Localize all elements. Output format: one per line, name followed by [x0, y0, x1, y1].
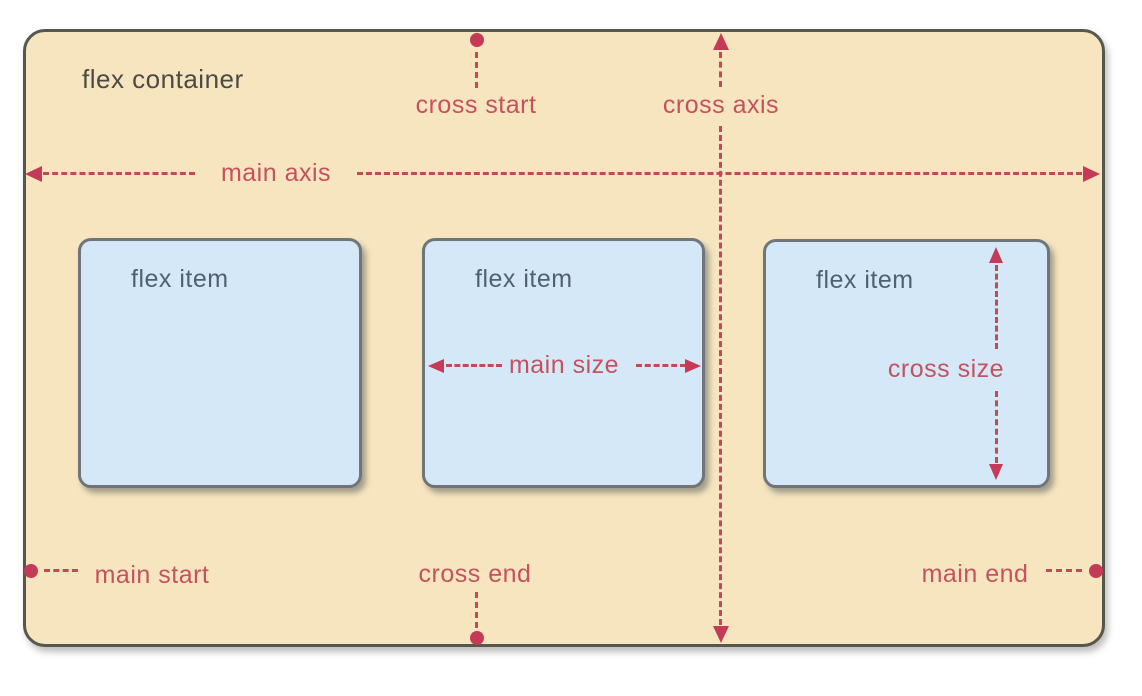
main-start-dash: [44, 569, 78, 572]
cross-axis-dash-main: [719, 126, 722, 625]
flex-item-3-label: flex item: [816, 266, 914, 294]
cross-start-dash: [475, 52, 478, 88]
cross-end-dot-icon: [470, 631, 484, 645]
main-axis-label: main axis: [220, 159, 332, 187]
cross-axis-label: cross axis: [662, 91, 780, 119]
flex-item-2: flex item: [422, 238, 705, 488]
flex-item-2-label: flex item: [475, 265, 573, 293]
cross-end-dash: [475, 592, 478, 628]
main-size-arrow-left-icon: [428, 359, 444, 373]
main-end-dash: [1046, 569, 1082, 572]
cross-start-label: cross start: [415, 91, 537, 119]
cross-axis-arrow-down-icon: [713, 626, 729, 643]
cross-size-dash-top: [995, 265, 998, 349]
main-axis-arrow-left-icon: [25, 166, 42, 182]
cross-axis-dash-top: [719, 52, 722, 87]
cross-end-label: cross end: [418, 560, 532, 588]
flex-container-label: flex container: [82, 64, 244, 94]
cross-size-dash-bottom: [995, 391, 998, 463]
main-size-dash-right: [636, 364, 686, 367]
main-start-label: main start: [94, 561, 210, 589]
main-axis-dash-right: [357, 172, 1082, 175]
main-start-dot-icon: [24, 564, 38, 578]
main-end-label: main end: [921, 560, 1029, 588]
cross-size-arrow-down-icon: [989, 464, 1003, 480]
flex-item-3: flex item: [763, 239, 1050, 488]
cross-size-label: cross size: [887, 355, 1005, 383]
cross-start-dot-icon: [470, 33, 484, 47]
main-size-arrow-right-icon: [685, 359, 701, 373]
main-size-dash-left: [446, 364, 502, 367]
main-end-dot-icon: [1089, 564, 1103, 578]
cross-axis-arrow-up-icon: [713, 33, 729, 50]
cross-size-arrow-up-icon: [989, 247, 1003, 263]
main-axis-dash-left: [43, 172, 195, 175]
flex-item-1: flex item: [78, 238, 362, 488]
flex-container-box: flex container flex item flex item flex …: [23, 29, 1105, 647]
main-size-label: main size: [508, 351, 620, 379]
main-axis-arrow-right-icon: [1083, 166, 1100, 182]
flex-item-1-label: flex item: [131, 265, 229, 293]
